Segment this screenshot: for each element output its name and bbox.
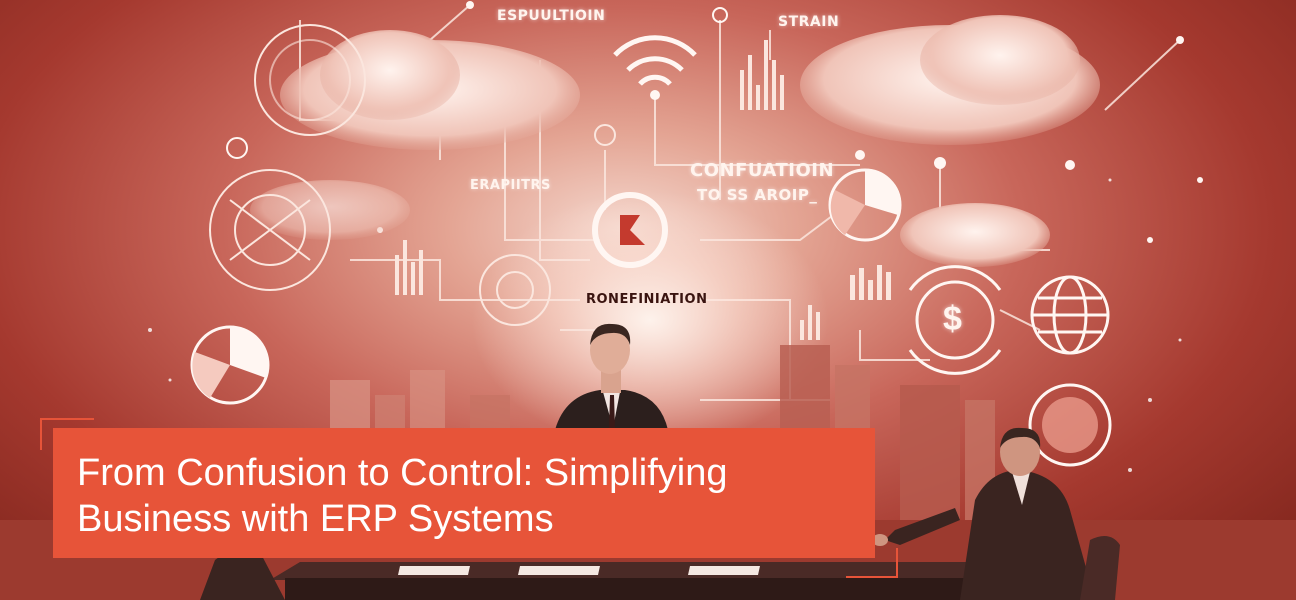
standing-businessman [555,323,668,430]
headline-line-2: Business with ERP Systems [77,498,554,540]
refresh-icon [592,192,668,268]
label-dollar-sign: $ [943,300,963,338]
headline-line-1: From Confusion to Control: Simplifying [77,452,728,494]
wifi-icon [613,35,697,86]
globe-icon [1030,275,1110,355]
label-confuatioin: CONFUATIOIN [690,160,835,181]
headline-card: From Confusion to Control: Simplifying B… [53,428,875,558]
gear-icon [479,124,616,326]
label-erapiitrs: ERAPIITRS [470,178,551,193]
dollar-icon [908,265,1002,375]
label-espuultioin: ESPUULTIOIN [497,8,606,24]
meeting-table [270,562,1020,580]
title-corner-bottom-right [846,548,898,578]
documents-on-table [398,566,760,575]
pie-chart-icon [828,168,902,242]
dashboard-circle-icon [1028,383,1112,467]
label-strain: STRAIN [778,14,840,30]
seated-businessman [872,427,1120,600]
gauge-icon [209,24,366,291]
label-to-ss-aroip: TO SS AROIP_ [697,186,818,204]
bar-chart-icon [395,40,891,340]
pie-chart-icon [190,325,270,405]
label-ronefiniation: RONEFINIATION [586,292,708,307]
seated-person [200,551,285,600]
title-corner-top-left [40,418,94,450]
cloud-shapes [250,15,1100,267]
